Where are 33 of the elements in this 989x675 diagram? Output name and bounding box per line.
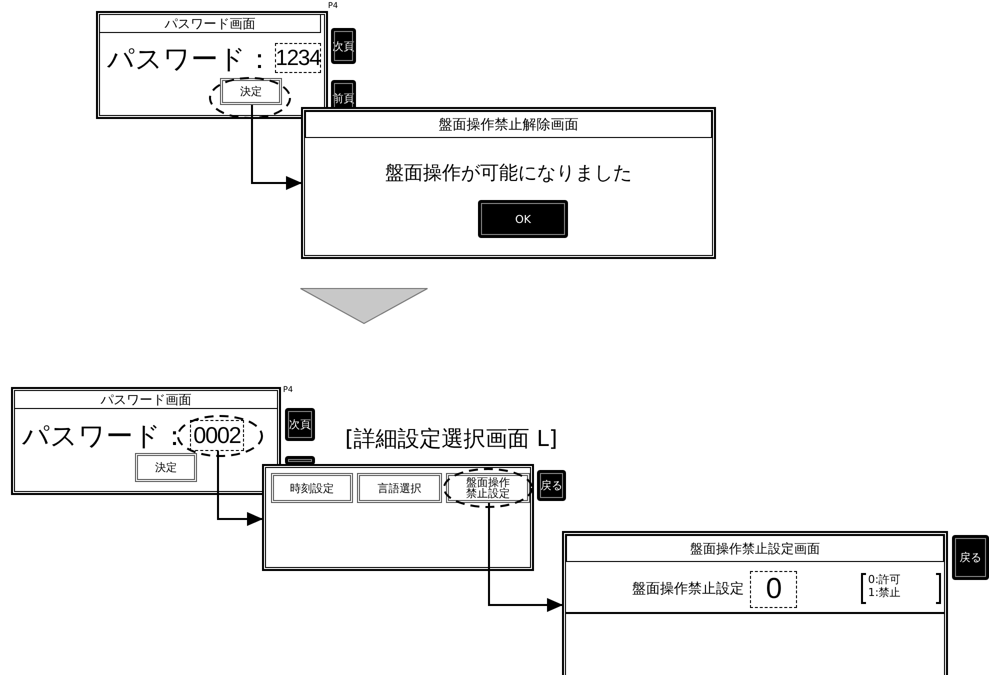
message-text: 盤面操作が可能になりました xyxy=(384,161,633,186)
arrow xyxy=(251,105,302,190)
screen-title: 盤面操作禁止解除画面 xyxy=(305,111,712,138)
screen-heading: [詳細設定選択画面 L] xyxy=(345,426,558,454)
button: 言語選択 xyxy=(357,473,442,503)
button: 盤面操作禁止設定 xyxy=(446,473,530,503)
screen-panel xyxy=(97,12,327,118)
screen-title: パスワード画面 xyxy=(99,14,321,33)
page-number: P4 xyxy=(283,385,293,394)
arrow xyxy=(488,503,563,612)
button: 決定 xyxy=(135,453,197,482)
input-field: 0002 xyxy=(190,420,244,451)
input-field: 1234 xyxy=(275,43,321,73)
input-field: 0 xyxy=(750,571,797,608)
screen-panel xyxy=(563,532,947,675)
field-label: パスワード： xyxy=(106,44,273,76)
button: 戻る xyxy=(952,535,989,580)
dialog-panel xyxy=(302,108,715,258)
field-label: 盤面操作禁止設定 xyxy=(631,580,744,599)
screen-panel xyxy=(263,465,533,570)
option-text: 1:禁止 xyxy=(868,586,902,599)
button: OK xyxy=(478,200,568,238)
flow-triangle xyxy=(300,288,428,324)
button: 決定 xyxy=(220,78,282,105)
screen-title: 盤面操作禁止設定画面 xyxy=(566,535,944,562)
button: 戻る xyxy=(537,470,566,501)
screen-panel xyxy=(12,388,280,494)
button: 時刻設定 xyxy=(271,473,353,503)
field-label: パスワード： xyxy=(21,421,188,453)
arrow xyxy=(217,451,263,526)
button: 次頁 xyxy=(285,408,315,441)
page-number: P4 xyxy=(328,1,338,10)
option-text: 0:許可 xyxy=(868,573,902,586)
